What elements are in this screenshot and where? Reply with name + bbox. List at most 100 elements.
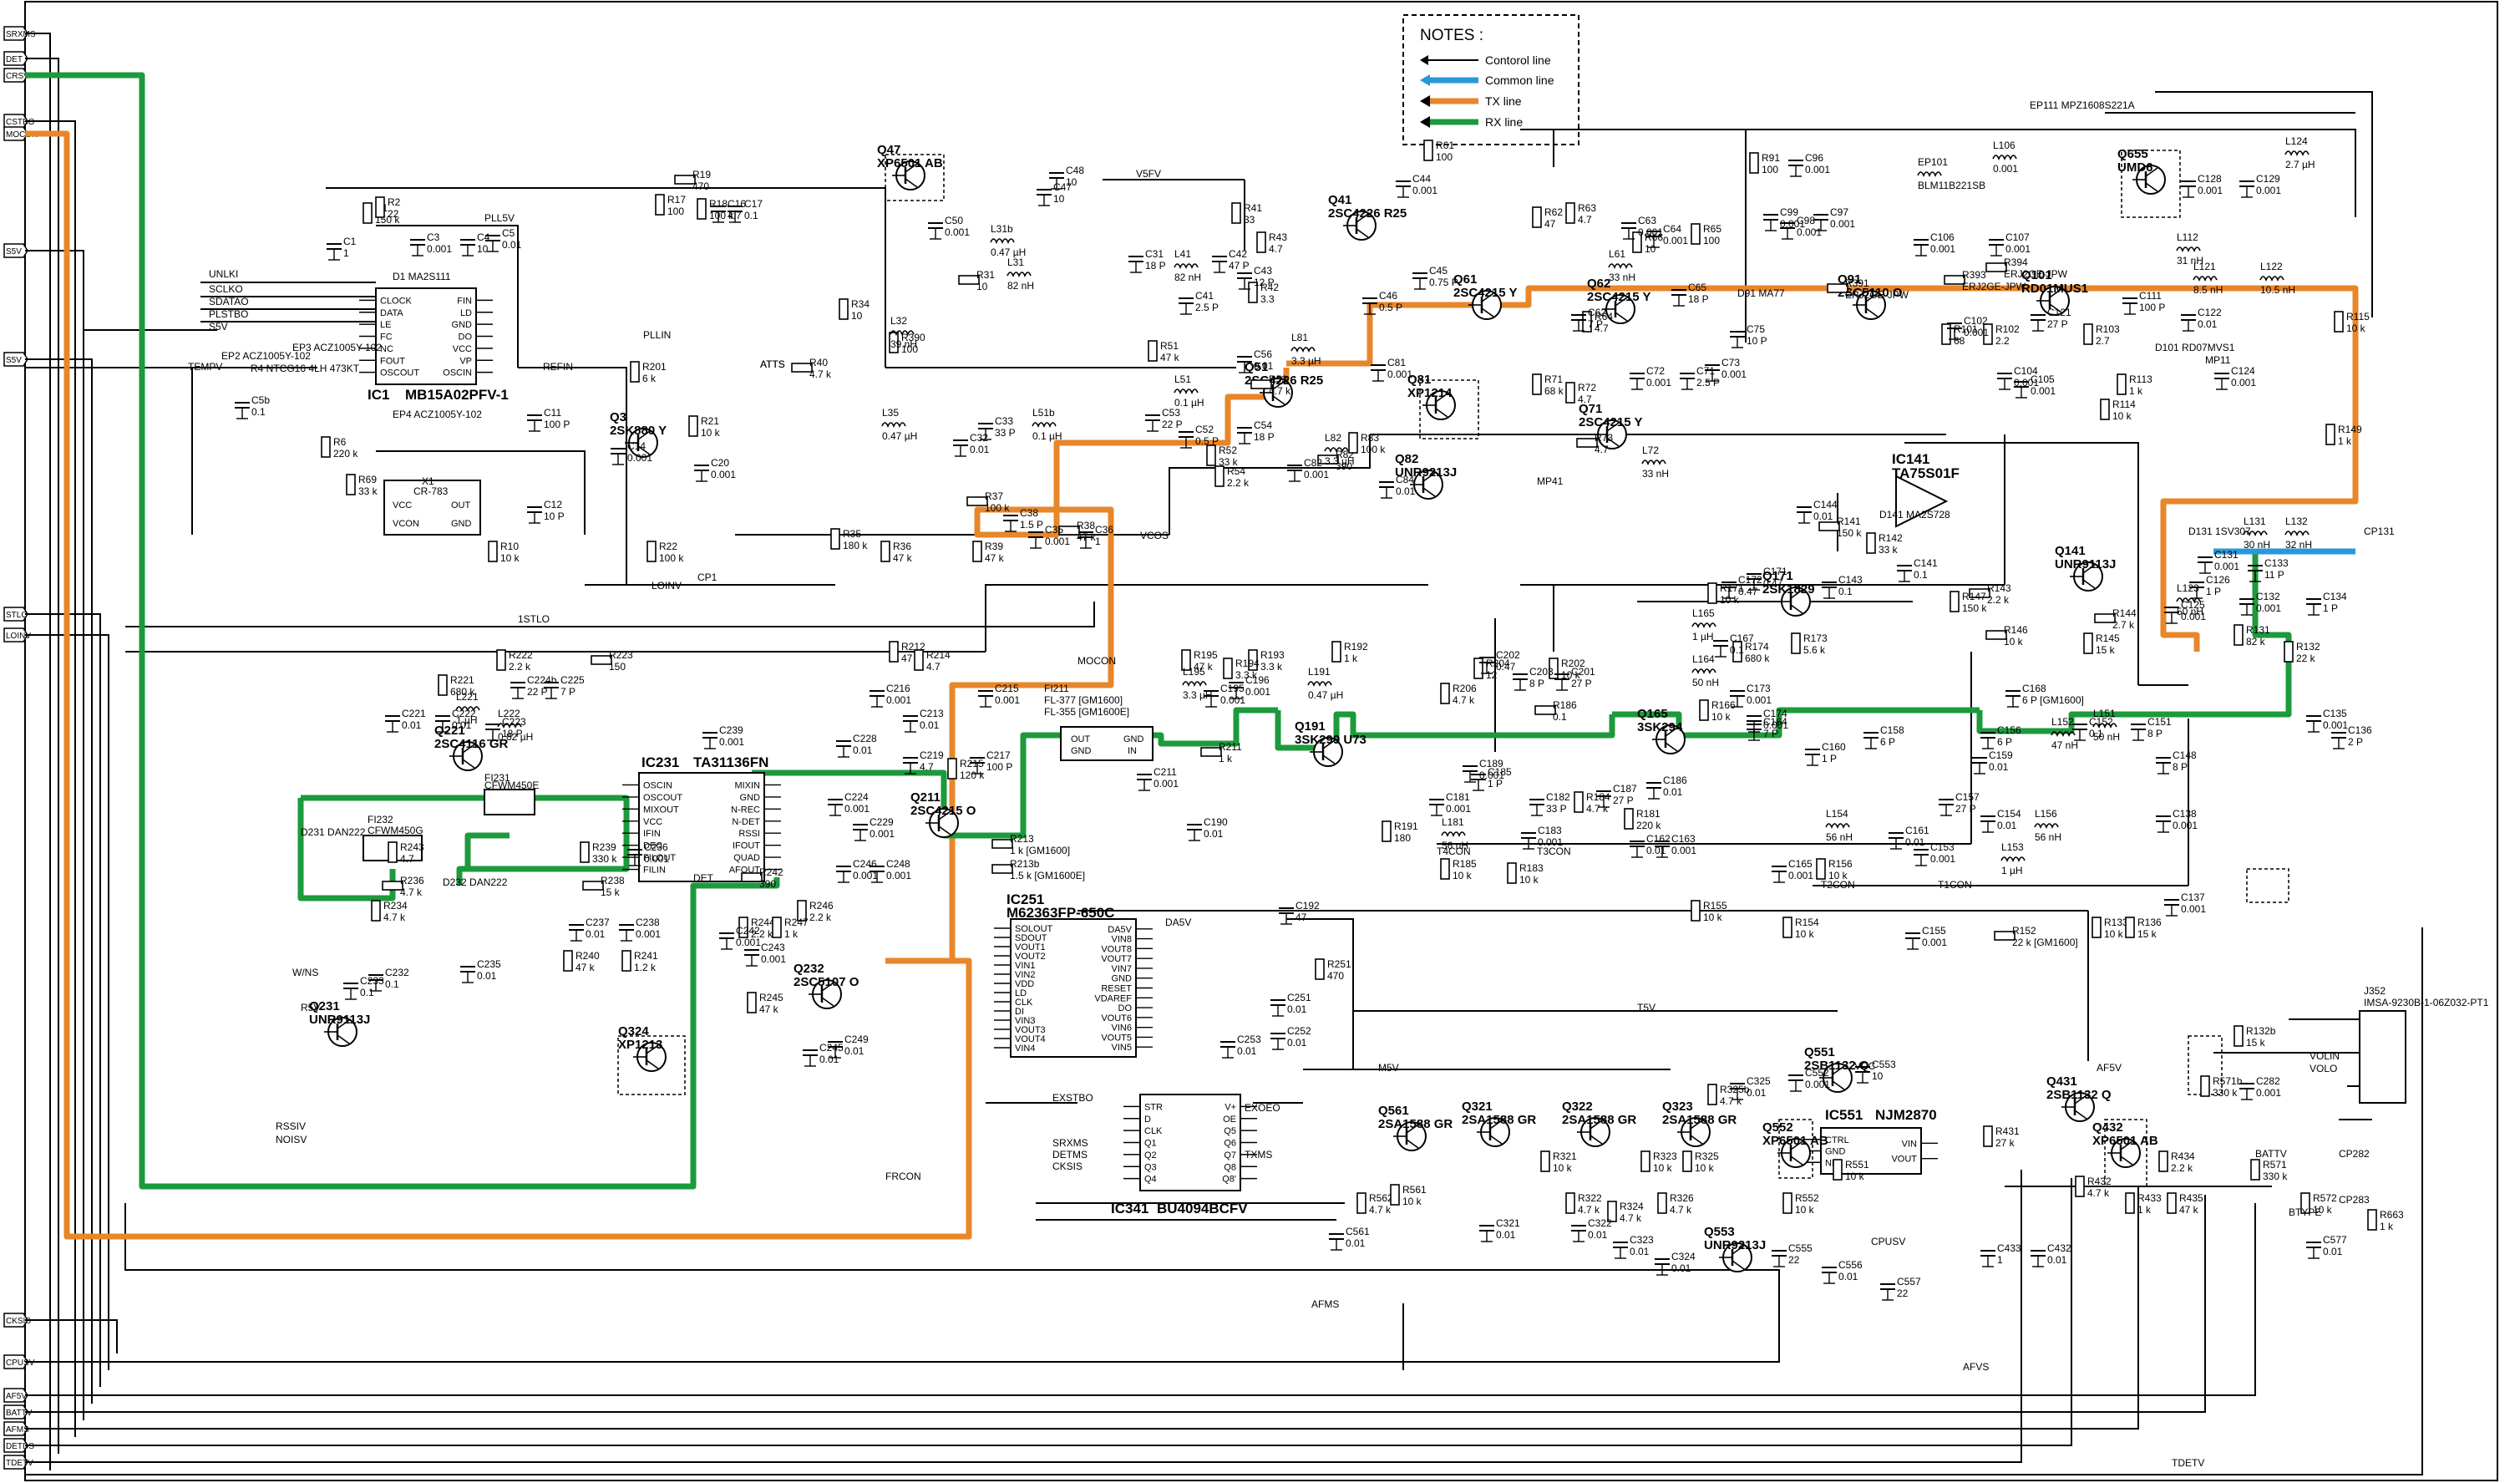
capacitor-value: 0.001 — [1805, 1079, 1830, 1090]
ic-pin-label: GND — [1112, 974, 1133, 984]
inductor-value: 33 nH — [1642, 468, 1669, 480]
resistor-ref: R10 — [500, 541, 519, 552]
capacitor-value: 0.01 — [477, 970, 497, 982]
resistor-value: 1 k — [2380, 1221, 2394, 1232]
connector-pin-label: S5V — [6, 247, 22, 256]
inductor-ref: L164 — [1692, 653, 1715, 665]
part-label-d232: D232 DAN222 — [443, 876, 508, 888]
resistor-ref: R21 — [701, 415, 719, 427]
resistor-value: 180 — [1394, 832, 1411, 844]
transistor-part: XP6501 AB — [877, 156, 943, 170]
inductor-ref: L191 — [1308, 666, 1331, 678]
capacitor-value: 0.001 — [2181, 903, 2206, 915]
connector-pin-label: CRSV — [6, 72, 29, 81]
inductor-ref: L221 — [456, 691, 479, 703]
capacitor-value: 0.001 — [1671, 845, 1696, 856]
resistor-ref: R42 — [1260, 282, 1279, 293]
capacitor-ref: C17 — [744, 198, 763, 210]
capacitor-ref: C72 — [1646, 365, 1665, 377]
capacitor-value: 47 — [1295, 912, 1307, 923]
net-label: T5V — [1637, 1002, 1655, 1013]
resistor-ref: R132 — [2296, 641, 2320, 653]
capacitor-ref: C73 — [1721, 357, 1740, 368]
transistor-part: 2SA1588 GR — [1662, 1113, 1737, 1127]
ic341-ref: IC341 — [1111, 1201, 1148, 1216]
svg-text:GND: GND — [1123, 734, 1144, 744]
resistor-ref: R183 — [1519, 862, 1544, 874]
resistor-ref: R214 — [926, 649, 951, 661]
transistor-part: 2SA1588 GR — [1562, 1113, 1636, 1127]
connector-pin-label: STLO — [6, 611, 28, 620]
resistor-ref: R37 — [985, 490, 1003, 502]
capacitor-value: 0.01 — [1396, 485, 1416, 497]
transistor-part: 2SC4215 Y — [1579, 415, 1642, 429]
part-label-mp41: MP41 — [1537, 475, 1564, 487]
capacitor-value: 1 P — [1822, 753, 1837, 764]
capacitor-ref: C322 — [1588, 1217, 1612, 1229]
capacitor-ref: C239 — [719, 724, 743, 736]
capacitor-ref: C242 — [736, 925, 760, 937]
capacitor-ref: C126 — [2206, 574, 2230, 586]
resistor-ref: R114 — [2112, 399, 2136, 410]
capacitor-ref: C187 — [1613, 783, 1637, 795]
resistor-ref: R213b — [1010, 858, 1040, 870]
capacitor-ref: C124 — [2231, 365, 2255, 377]
part-label-r4: R4 NTCG16 4LH 473KT — [251, 363, 360, 374]
transistor-ref: Q655 — [2117, 147, 2148, 161]
resistor-ref: R19 — [692, 169, 711, 180]
resistor-value: ERJ2GE-JPW — [2004, 268, 2068, 280]
resistor-ref: R551 — [1845, 1159, 1869, 1171]
resistor-value: 680 k — [1745, 653, 1770, 664]
ic-pin-label: N-DET — [732, 817, 760, 827]
transistor-ref: Q62 — [1587, 277, 1610, 291]
resistor-value: 47 k — [2179, 1204, 2199, 1216]
inductor-ref: EP101 — [1918, 156, 1948, 168]
resistor-ref: R194 — [1235, 658, 1260, 669]
ic-pin-label: VIN8 — [1112, 935, 1132, 945]
resistor-ref: R69 — [358, 474, 377, 485]
capacitor-value: 0.47 — [1738, 586, 1758, 597]
ic-pin-label: DEC — [643, 841, 662, 851]
capacitor-ref: C324 — [1671, 1251, 1696, 1262]
capacitor-ref: C133 — [2264, 557, 2289, 569]
capacitor-ref: C148 — [2173, 749, 2197, 761]
inductor-value: 0.82 µH — [498, 731, 533, 743]
capacitor-value: 0.001 — [1763, 719, 1788, 731]
transistor-ref: Q552 — [1762, 1120, 1793, 1135]
capacitor-value: 1 P — [2323, 602, 2338, 614]
part-label-ep2: EP2 ACZ1005Y-102 — [221, 350, 311, 362]
resistor-value: 4.7 — [1595, 323, 1609, 334]
fi211-ref: FI211 — [1044, 683, 1069, 694]
resistor-value: 470 — [1327, 970, 1344, 982]
capacitor-ref: C158 — [1880, 724, 1904, 736]
net-label: PLLIN — [643, 329, 671, 341]
ic-pin-label: FOUT — [380, 356, 405, 366]
